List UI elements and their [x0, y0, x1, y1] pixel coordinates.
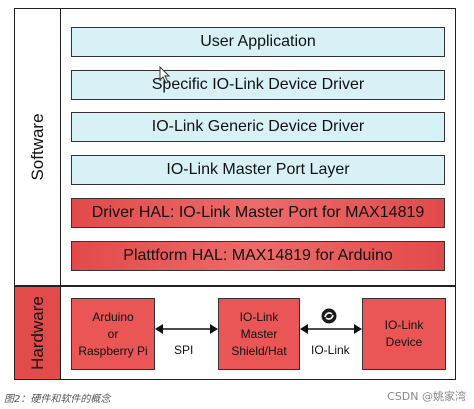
master-line2: Master — [240, 326, 278, 341]
iolink-device-box: IO-Link Device — [362, 298, 446, 370]
software-label: Software — [27, 113, 47, 181]
layer-platform-hal: Plattform HAL: MAX14819 for Arduino — [71, 241, 445, 271]
software-section-label: Software — [14, 8, 60, 286]
arduino-raspberry-box: Arduino or Raspberry Pi — [71, 298, 155, 370]
figure-caption: 图2：硬件和软件的概念 — [4, 394, 111, 405]
layer-user-application: User Application — [71, 27, 445, 57]
arduino-line2: or — [107, 326, 119, 341]
iolink-arrow — [300, 324, 362, 334]
iolink-master-box: IO-Link Master Shield/Hat — [218, 298, 300, 370]
watermark: CSDN @姚家湾 — [387, 390, 466, 403]
cursor-icon — [159, 66, 171, 84]
spi-arrow — [155, 324, 218, 334]
hardware-section-label: Hardware — [14, 286, 60, 380]
device-line1: IO-Link — [384, 318, 424, 332]
hardware-label: Hardware — [27, 296, 47, 370]
layer-driver-hal: Driver HAL: IO-Link Master Port for MAX1… — [71, 198, 445, 228]
arduino-line1: Arduino — [92, 309, 134, 324]
layer-master-port-layer: IO-Link Master Port Layer — [71, 155, 445, 185]
spi-label: SPI — [174, 343, 194, 357]
iolink-logo-icon — [321, 308, 337, 324]
software-section — [60, 8, 456, 286]
device-line2: Device — [385, 335, 423, 349]
master-line3: Shield/Hat — [231, 343, 287, 358]
arduino-line3: Raspberry Pi — [78, 343, 148, 358]
hardware-section — [60, 286, 456, 380]
iolink-label: IO-Link — [311, 343, 350, 357]
layer-specific-device-driver: Specific IO-Link Device Driver — [71, 70, 445, 100]
layer-generic-device-driver: IO-Link Generic Device Driver — [71, 112, 445, 142]
master-line1: IO-Link — [239, 309, 279, 324]
